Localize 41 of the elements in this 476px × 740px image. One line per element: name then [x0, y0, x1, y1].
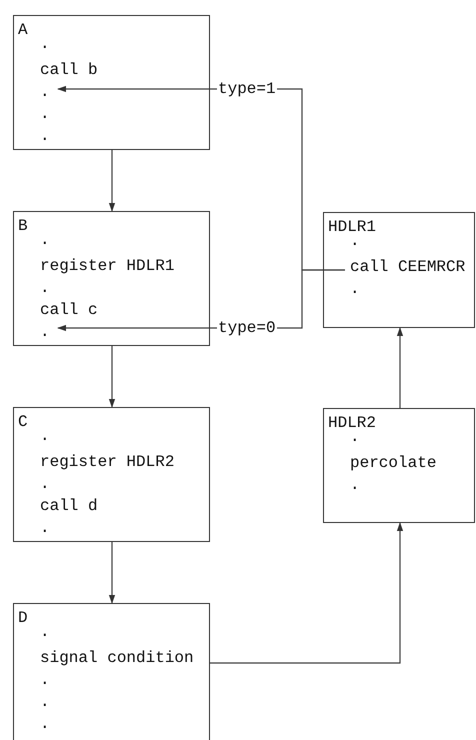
code-line: .	[40, 518, 50, 538]
box-heading: C	[18, 412, 28, 432]
code-line: .	[40, 692, 50, 712]
code-block-box	[13, 407, 210, 542]
edge-label: type=0	[217, 319, 277, 337]
code-line: .	[40, 474, 50, 494]
code-line: call CEEMRCR	[350, 257, 466, 277]
box-heading: A	[18, 20, 28, 40]
code-line: .	[40, 426, 50, 446]
code-line: .	[40, 230, 50, 250]
code-line: call c	[40, 300, 98, 320]
code-line: .	[40, 126, 50, 146]
arrow	[108, 542, 116, 604]
code-line: .	[40, 278, 50, 298]
code-line: percolate	[350, 453, 436, 473]
code-line: .	[350, 475, 360, 495]
code-line: .	[40, 670, 50, 690]
code-line: .	[350, 279, 360, 299]
code-line: .	[40, 104, 50, 124]
code-line: register HDLR1	[40, 256, 174, 276]
edge-label: type=1	[217, 80, 277, 98]
code-block-box	[13, 15, 210, 150]
arrow	[210, 522, 404, 664]
box-heading: D	[18, 608, 28, 628]
code-block-box	[13, 603, 210, 740]
box-heading: B	[18, 216, 28, 236]
code-block-box	[323, 212, 475, 328]
code-block-box	[323, 408, 475, 523]
arrow	[396, 327, 404, 408]
code-line: signal condition	[40, 648, 194, 668]
code-block-box	[13, 211, 210, 346]
code-line: .	[40, 82, 50, 102]
code-line: call d	[40, 496, 98, 516]
arrow	[108, 150, 116, 212]
code-line: register HDLR2	[40, 452, 174, 472]
code-line: .	[40, 622, 50, 642]
code-line: .	[40, 34, 50, 54]
code-line: .	[40, 714, 50, 734]
code-line: call b	[40, 60, 98, 80]
code-line: .	[40, 322, 50, 342]
arrow	[108, 346, 116, 408]
